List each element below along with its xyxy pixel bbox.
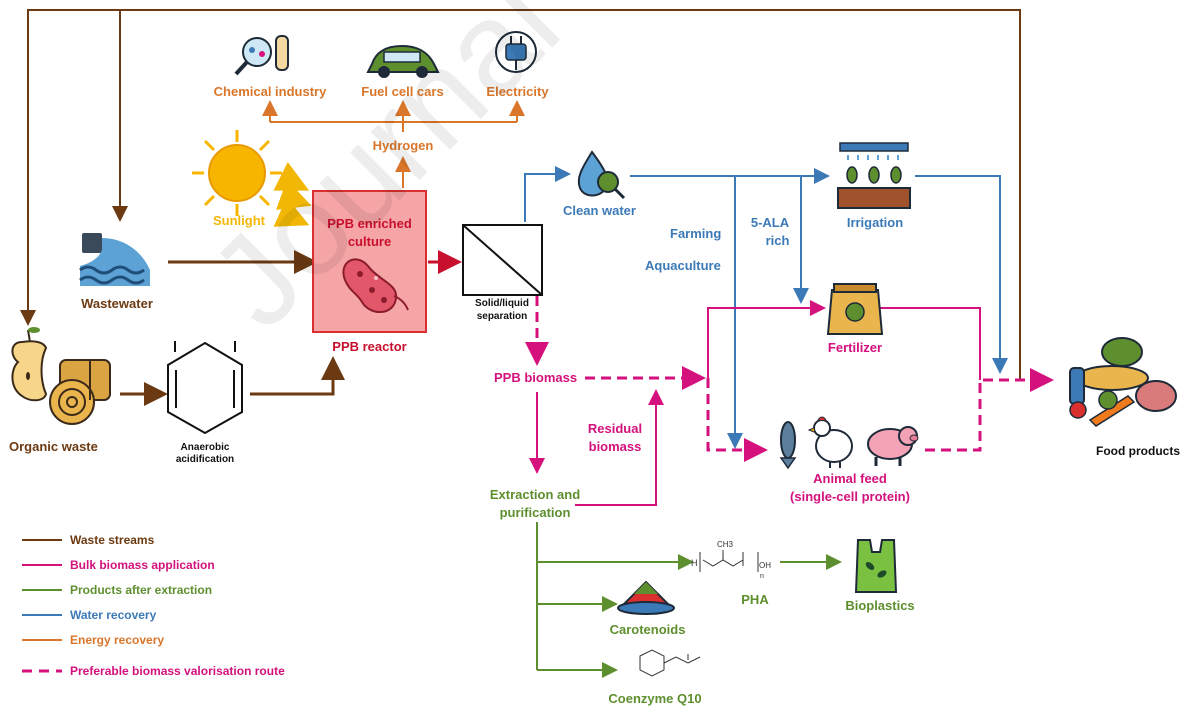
carotenoids-label: Carotenoids — [609, 622, 686, 637]
animal-feed-label-1: Animal feed — [813, 471, 887, 486]
ppb-reactor-box — [312, 190, 427, 333]
irrigation-icon — [837, 142, 911, 209]
ala-label-2: rich — [765, 233, 790, 248]
separation-label-2: separation — [476, 311, 528, 322]
food-products-icon — [1069, 337, 1177, 427]
preferable-route-flows — [525, 296, 1054, 462]
chemical-industry-icon — [234, 35, 289, 76]
fertilizer-bag-icon — [826, 283, 884, 335]
legend-item-products-extraction: Products after extraction — [70, 583, 213, 597]
sunlight-rays — [273, 161, 312, 227]
pha-label: PHA — [741, 592, 769, 607]
electricity-plug-icon — [495, 31, 537, 73]
pha-n-label: n — [760, 573, 764, 580]
animal-feed-label-2: (single-cell protein) — [790, 489, 910, 504]
anaerobic-label-2: acidification — [175, 454, 235, 465]
coenzyme-structure-icon — [639, 649, 701, 677]
legend-item-preferable-route: Preferable biomass valorisation route — [70, 664, 285, 678]
legend-swatches — [22, 539, 62, 673]
legend-item-bulk-biomass: Bulk biomass application — [70, 558, 215, 572]
fertilizer-label: Fertilizer — [827, 340, 883, 355]
bulk-biomass-flows — [529, 300, 981, 506]
anaerobic-label-1: Anaerobic — [180, 442, 230, 453]
chicken-icon — [807, 416, 853, 468]
legend-item-water-recovery: Water recovery — [70, 608, 157, 622]
legend-item-energy-recovery: Energy recovery — [70, 633, 165, 647]
legend-item-waste-streams: Waste streams — [70, 533, 155, 547]
clean-water-icon — [577, 150, 626, 200]
energy-recovery-flows — [262, 100, 525, 188]
hydrogen-label: Hydrogen — [372, 138, 434, 153]
sunlight-label: Sunlight — [213, 213, 265, 228]
ppb-biomass-label: PPB biomass — [494, 370, 578, 385]
coenzyme-label: Coenzyme Q10 — [608, 691, 702, 706]
fuel-cell-car-icon — [366, 44, 440, 78]
electricity-label: Electricity — [486, 84, 549, 99]
carotenoids-icon — [617, 580, 675, 615]
apple-core-icon — [11, 327, 48, 402]
aquaculture-label: Aquaculture — [645, 258, 721, 273]
fish-icon — [779, 421, 797, 470]
bioplastic-bag-icon — [854, 539, 898, 593]
extraction-label-1: Extraction and — [489, 487, 581, 502]
residual-biomass-label-2: biomass — [588, 439, 642, 454]
sun-icon — [192, 130, 282, 216]
clean-water-label: Clean water — [563, 203, 636, 218]
water-recovery-flows — [524, 166, 1008, 449]
separation-label-1: Solid/liquid — [475, 298, 529, 309]
pha-h-label: H — [691, 558, 698, 568]
ppb-reactor-label: PPB reactor — [332, 339, 407, 354]
pig-icon — [867, 426, 919, 466]
pha-ch3-label: CH3 — [717, 540, 734, 549]
extraction-flows — [536, 522, 842, 678]
separation-membrane-icon — [462, 224, 543, 296]
ala-label-1: 5-ALA — [750, 215, 790, 230]
ppb-culture-label-2: culture — [347, 234, 392, 249]
farming-label: Farming — [670, 226, 722, 241]
pha-structure-icon — [699, 550, 759, 572]
wastewater-icon — [79, 233, 150, 286]
straw-bales-icon — [49, 359, 111, 425]
ppb-culture-label-1: PPB enriched — [327, 216, 412, 231]
pha-oh-label: OH — [759, 561, 771, 570]
extraction-label-2: purification — [499, 505, 571, 520]
waste-streams-flows — [20, 9, 1021, 406]
chemical-industry-label: Chemical industry — [213, 84, 327, 99]
anaerobic-reactor-icon — [167, 341, 243, 435]
bacteria-icon — [342, 258, 409, 313]
organic-waste-label: Organic waste — [9, 439, 98, 454]
fuel-cell-cars-label: Fuel cell cars — [361, 84, 444, 99]
irrigation-label: Irrigation — [846, 215, 904, 230]
bioplastics-label: Bioplastics — [845, 598, 915, 613]
wastewater-label: Wastewater — [81, 296, 153, 311]
food-products-label: Food products — [1096, 444, 1180, 458]
residual-biomass-label-1: Residual — [587, 421, 643, 436]
